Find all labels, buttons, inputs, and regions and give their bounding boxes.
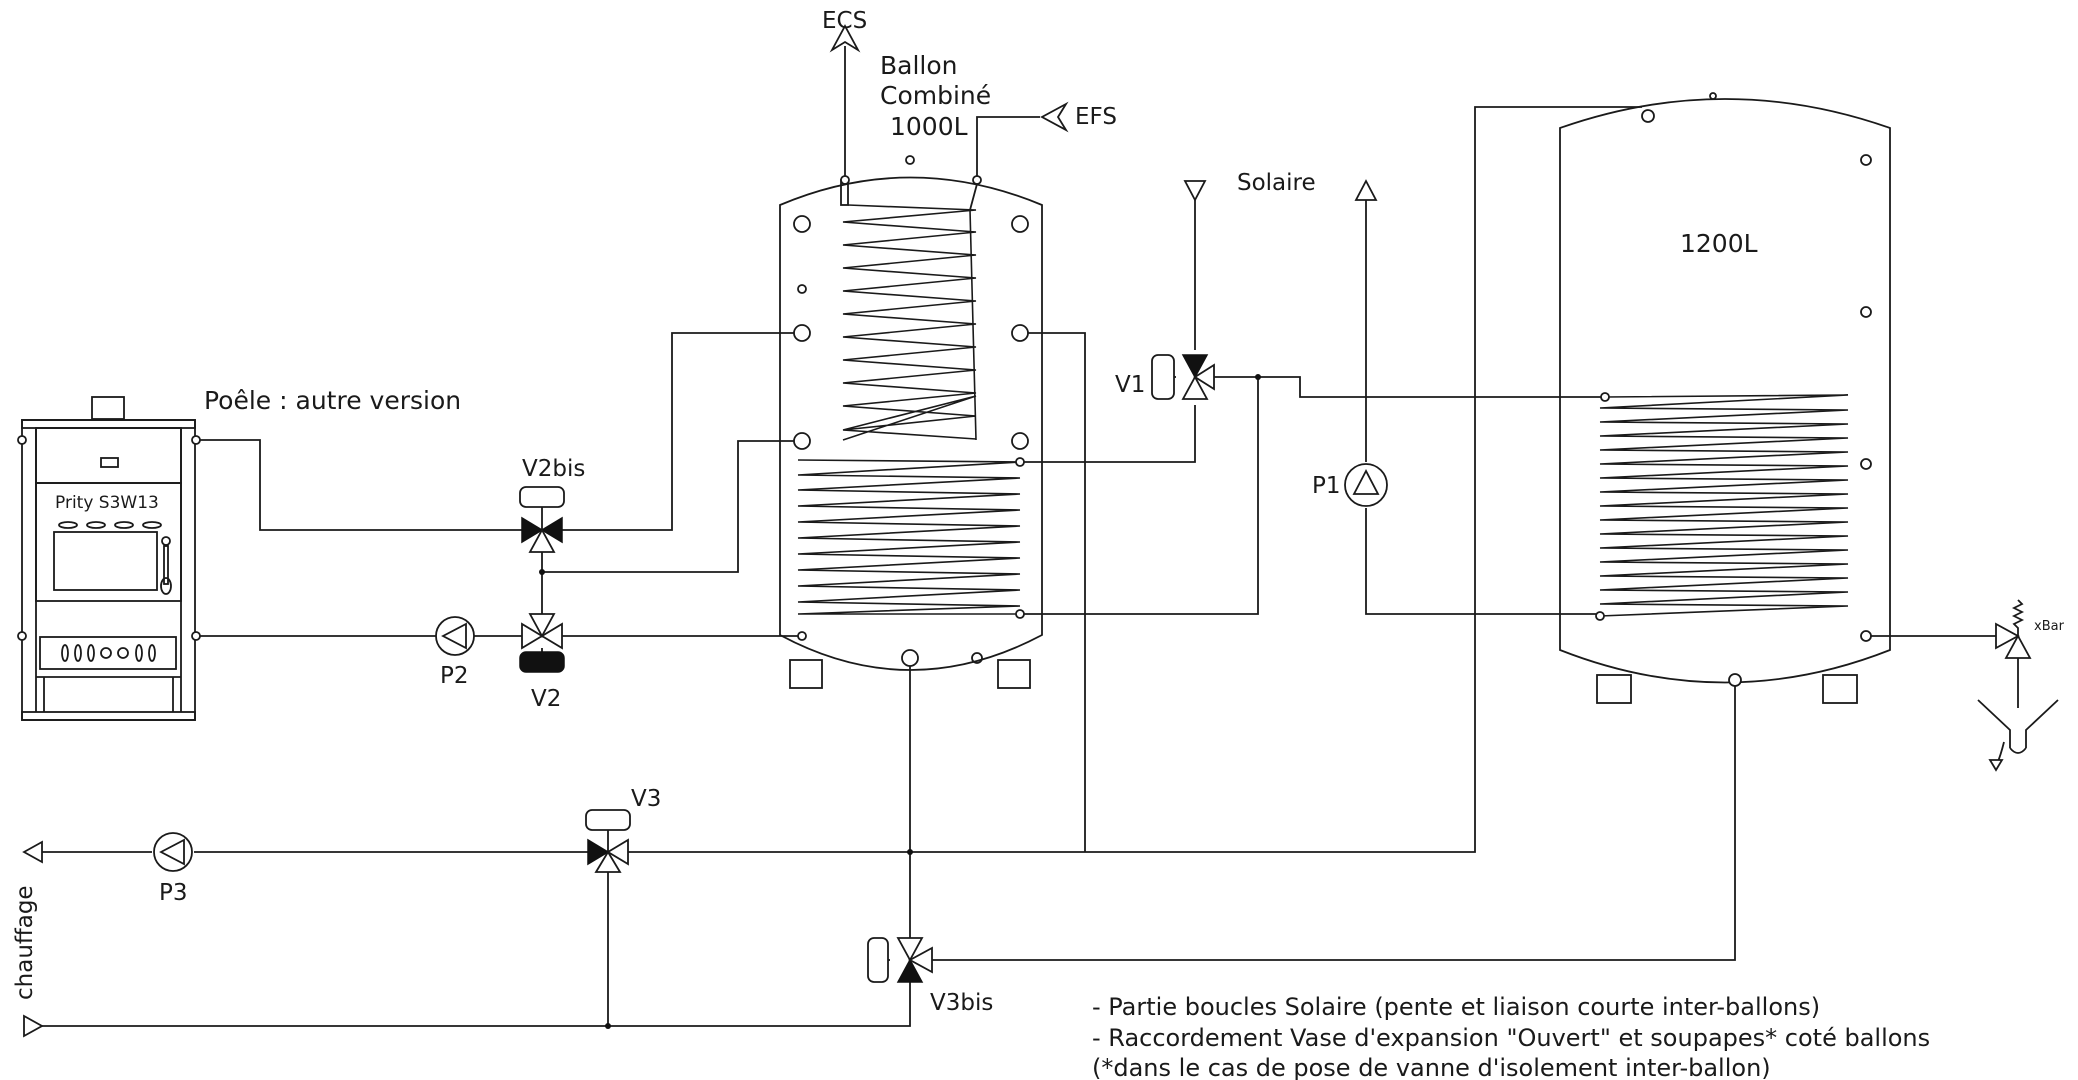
note-line-3: (*dans le cas de pose de vanne d'isoleme… (1092, 1054, 1771, 1080)
valve-v3bis-label: V3bis (930, 990, 993, 1016)
ecs-label: ECS (822, 8, 867, 34)
note-line-2: - Raccordement Vase d'expansion "Ouvert"… (1092, 1024, 1930, 1052)
combined-tank-label-line2: Combiné (880, 81, 991, 110)
combined-tank-label-line1: Ballon (880, 51, 958, 80)
note-line-1: - Partie boucles Solaire (pente et liais… (1092, 993, 1820, 1021)
heating-label: chauffage (12, 885, 38, 1000)
combined-tank-lower-coil (797, 459, 1021, 615)
safety-valve[interactable] (1995, 599, 2032, 659)
ecs-outlet-arrow (829, 24, 861, 53)
pump-p2[interactable] (435, 616, 475, 656)
solar-inlet-arrow (1183, 180, 1207, 202)
pump-p3[interactable] (153, 832, 193, 872)
valve-v2bis-label: V2bis (522, 456, 585, 482)
storage-tank-1200l (1559, 92, 1891, 704)
combined-tank-1000l (779, 155, 1043, 689)
valve-v1-label: V1 (1115, 372, 1145, 398)
piping (42, 46, 2019, 1027)
pump-p3-label: P3 (159, 880, 188, 906)
stove (17, 396, 201, 721)
valve-v2[interactable] (519, 613, 565, 673)
valve-v3bis[interactable] (867, 937, 933, 983)
valve-v1[interactable] (1151, 354, 1215, 400)
drain-funnel-icon (1977, 699, 2059, 772)
heating-return-arrow (23, 1014, 44, 1038)
efs-label: EFS (1075, 104, 1117, 130)
valve-v3-label: V3 (631, 786, 661, 812)
valve-v3[interactable] (585, 809, 631, 873)
safety-valve-label: xBar (2034, 619, 2065, 634)
pump-p1-label: P1 (1312, 473, 1341, 499)
stove-model: Prity S3W13 (55, 493, 159, 513)
storage-tank-coil (1599, 394, 1849, 617)
solar-label: Solaire (1237, 170, 1316, 196)
solar-outlet-arrow (1354, 179, 1378, 201)
dhw-coil (842, 204, 977, 441)
pump-p1[interactable] (1344, 463, 1388, 507)
efs-inlet-arrow (1040, 101, 1069, 133)
heating-outlet-arrow (22, 840, 43, 864)
pump-p2-label: P2 (440, 663, 469, 689)
valve-v2bis[interactable] (519, 486, 565, 553)
stove-title: Poêle : autre version (204, 386, 461, 415)
combined-tank-label-line3: 1000L (890, 112, 968, 141)
valve-v2-label: V2 (531, 686, 561, 712)
tank-1200-label: 1200L (1680, 229, 1758, 258)
